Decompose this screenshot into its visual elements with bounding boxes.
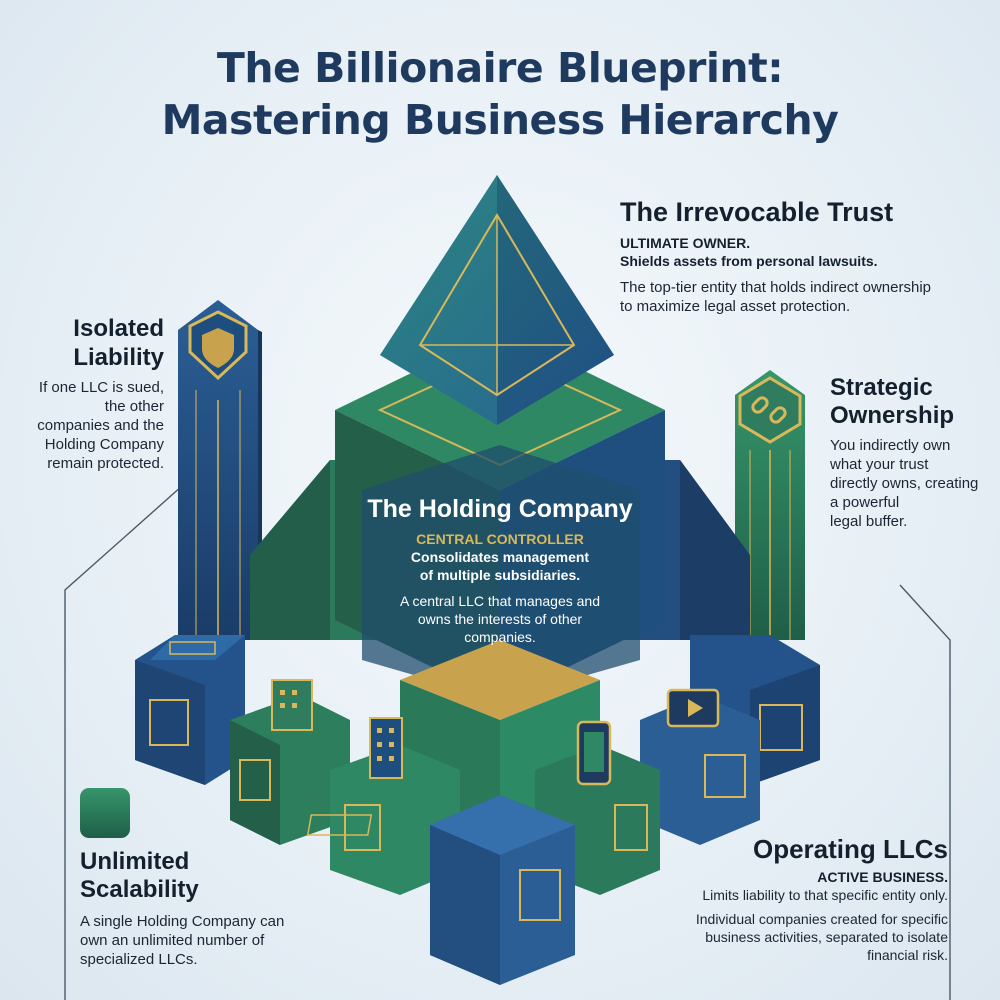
operating-blocks [135, 635, 820, 985]
holding-company-info: The Holding Company CENTRAL CONTROLLER C… [345, 494, 655, 646]
isolated-liability-info: Isolated Liability If one LLC is sued, t… [10, 314, 164, 473]
operating-body-3: financial risk. [867, 947, 948, 963]
scalability-body-3: specialized LLCs. [80, 951, 198, 968]
holding-text-panel [362, 445, 640, 700]
connector-lines [64, 469, 951, 1000]
strategic-heading-2: Ownership [830, 402, 955, 429]
isolated-body-1: If one LLC is sued, [38, 379, 164, 396]
scalability-badge [80, 788, 130, 838]
holding-label: CENTRAL CONTROLLER [416, 531, 584, 547]
right-pillar [735, 370, 805, 640]
strategic-body-2: what your trust [830, 456, 929, 473]
operating-llcs-info: Operating LLCs ACTIVE BUSINESS. Limits l… [630, 834, 948, 964]
isolated-body-2: the other [104, 398, 164, 415]
scalability-heading-1: Unlimited [80, 848, 190, 875]
scalability-body-2: own an unlimited number of [80, 932, 265, 949]
strategic-heading-1: Strategic [830, 374, 933, 401]
page-title: The Billionaire Blueprint: Mastering Bus… [0, 42, 1000, 146]
chain-link-icon [738, 376, 802, 444]
holding-heading: The Holding Company [367, 495, 633, 523]
strategic-body-5: legal buffer. [830, 513, 908, 530]
isolated-heading-2: Liability [73, 344, 164, 371]
operating-sub-1: ACTIVE BUSINESS. [817, 869, 948, 885]
strategic-body-1: You indirectly own [830, 437, 951, 454]
trust-body-2: to maximize legal asset protection. [620, 298, 851, 315]
isolated-heading-1: Isolated [73, 315, 164, 342]
holding-sub-2: of multiple subsidiaries. [419, 567, 581, 583]
trust-sub-1: ULTIMATE OWNER. [620, 235, 751, 251]
page-title-line-2: Mastering Business Hierarchy [161, 96, 839, 144]
scalability-heading-2: Scalability [80, 876, 199, 903]
operating-heading: Operating LLCs [752, 834, 948, 864]
office-building-icon [271, 679, 403, 779]
shield-icon [188, 310, 248, 381]
holding-sub-1: Consolidates management [410, 549, 590, 565]
play-button-icon [666, 688, 720, 728]
smartphone-icon [576, 720, 612, 786]
page-title-line-1: The Billionaire Blueprint: [216, 44, 784, 92]
trust-sub-2: Shields assets from personal lawsuits. [620, 253, 878, 269]
trust-info: The Irrevocable Trust ULTIMATE OWNER. Sh… [620, 196, 990, 316]
operating-sub-2: Limits liability to that specific entity… [702, 887, 948, 903]
holding-body-1: A central LLC that manages and [399, 593, 601, 609]
trust-body-1: The top-tier entity that holds indirect … [620, 279, 931, 296]
strategic-body-4: a powerful [830, 494, 900, 511]
trust-heading: The Irrevocable Trust [620, 197, 894, 227]
isolated-body-4: Holding Company [44, 436, 164, 453]
scalability-info: Unlimited Scalability A single Holding C… [80, 848, 360, 969]
isolated-body-5: remain protected. [47, 455, 164, 472]
strategic-ownership-info: Strategic Ownership You indirectly own w… [830, 374, 995, 531]
holding-body-2: owns the interests of other [417, 611, 583, 627]
holding-body-3: companies. [464, 629, 536, 645]
isolated-body-3: companies and the [37, 417, 164, 434]
operating-body-1: Individual companies created for specifi… [695, 911, 948, 927]
scalability-body-1: A single Holding Company can [80, 913, 285, 930]
operating-body-2: business activities, separated to isolat… [705, 929, 948, 945]
strategic-body-3: directly owns, creating [830, 475, 979, 492]
trust-pyramid [380, 175, 614, 425]
